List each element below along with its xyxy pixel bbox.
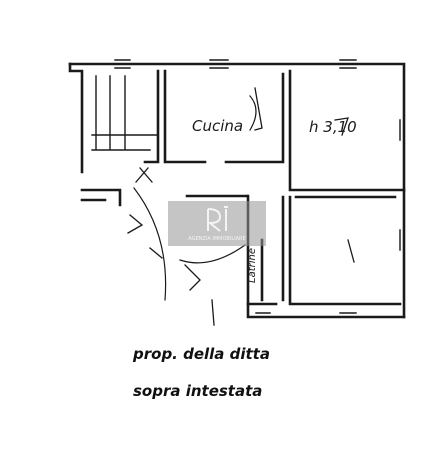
entry-wall [80, 188, 122, 207]
room-label-living: h 3,10 [309, 118, 357, 136]
outer-wall-bottom [246, 302, 406, 319]
kitchen-wall [163, 69, 285, 164]
watermark-logo: AGENZIA IMMOBILIARE [168, 201, 266, 246]
watermark-emblem-icon [207, 206, 228, 232]
caption-line-1: prop. della ditta [133, 345, 270, 363]
room-label-toilet: Latrine [247, 248, 258, 283]
watermark-text: AGENZIA IMMOBILIARE [188, 236, 246, 242]
living-room-wall [288, 69, 406, 199]
door-arc [249, 95, 257, 131]
outer-wall-top [68, 62, 406, 319]
bedroom-wall [281, 195, 402, 306]
sketch-marks [127, 87, 355, 326]
stair-lines [91, 75, 159, 151]
window-marks [114, 59, 401, 314]
caption-line-2: sopra intestata [133, 382, 263, 400]
room-label-kitchen: Cucina [192, 117, 244, 135]
stair-room-wall [143, 69, 160, 164]
outer-wall-left [68, 62, 84, 174]
door-arc [133, 187, 246, 301]
